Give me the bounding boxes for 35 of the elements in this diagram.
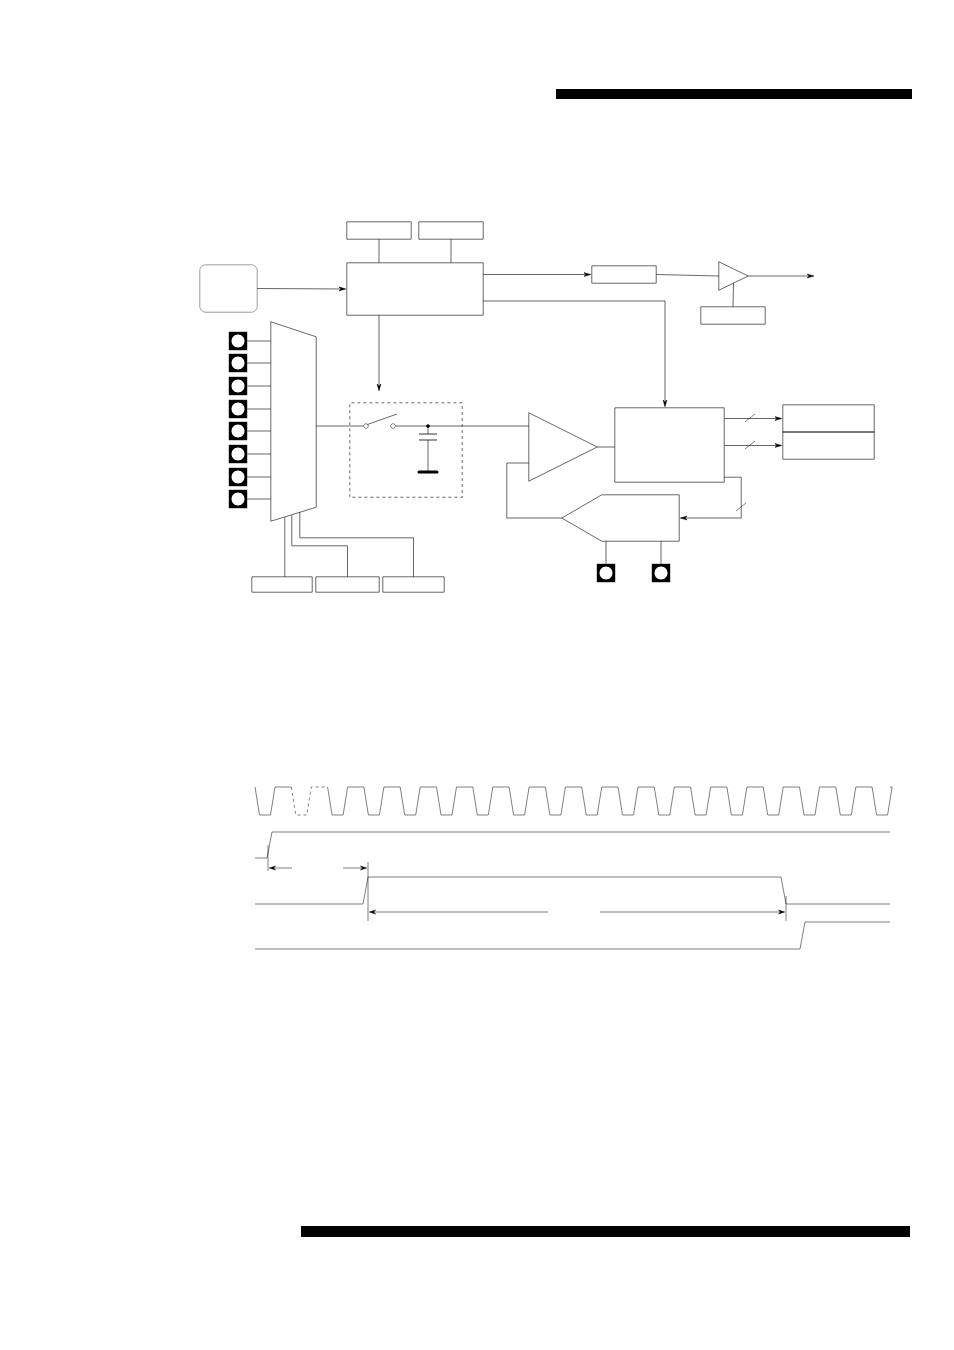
block-box — [782, 404, 875, 433]
block-box — [591, 265, 657, 284]
arrow — [723, 413, 782, 423]
block-box — [614, 407, 725, 483]
block-box — [382, 576, 445, 593]
block-box — [700, 306, 766, 325]
pin-terminal — [228, 467, 248, 487]
arrow — [747, 273, 815, 279]
pin-terminal — [596, 563, 616, 583]
pin-terminal — [228, 376, 248, 396]
arrow — [482, 300, 668, 407]
arrow — [680, 476, 747, 521]
block-box — [315, 576, 380, 593]
rounded-box — [199, 264, 258, 313]
block-box — [782, 431, 875, 460]
pin-terminal — [228, 489, 248, 509]
pin-terminal — [228, 353, 248, 373]
arrow — [256, 286, 346, 292]
pentagon-block — [561, 494, 680, 542]
pin-terminal — [228, 444, 248, 464]
pin-terminal — [228, 421, 248, 441]
block-box — [418, 221, 484, 240]
pin-terminal — [228, 331, 248, 351]
amplifier-triangle — [528, 412, 598, 482]
block-box — [346, 221, 412, 240]
arrow — [376, 314, 382, 391]
buffer-triangle — [718, 261, 749, 291]
dashed-box — [349, 402, 463, 498]
arrow — [723, 440, 782, 450]
block-box — [251, 576, 313, 593]
pin-terminal — [651, 563, 671, 583]
multiplexer-trapezoid — [270, 321, 317, 522]
pin-terminal — [228, 399, 248, 419]
arrow — [482, 272, 591, 277]
block-box — [346, 262, 484, 316]
